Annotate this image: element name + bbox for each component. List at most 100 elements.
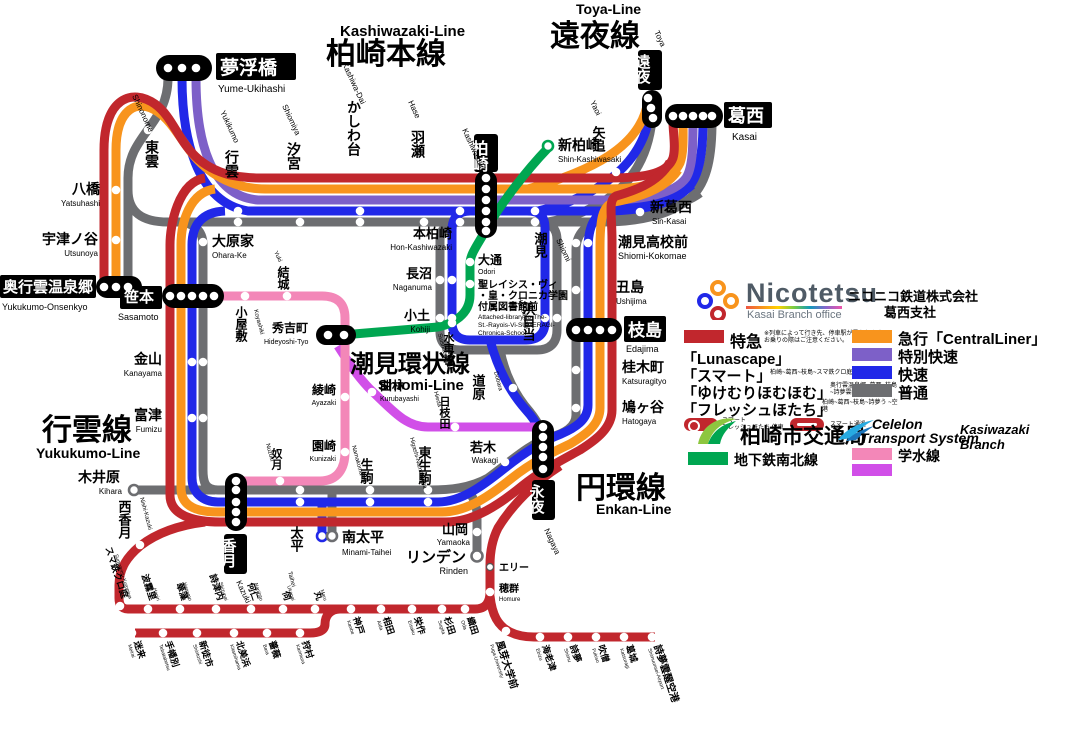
station-dot-namakoma xyxy=(365,497,375,507)
tokkyu-note-1: ※列車によって行き先、停車駅が異なります。 xyxy=(764,331,888,337)
station-label-ushijima: Ushijima xyxy=(616,297,647,306)
station-label-rinden: Rinden xyxy=(439,566,468,576)
station-label-meirai: Meirai xyxy=(126,644,136,659)
station-label-shiomi: 潮見 xyxy=(533,231,549,259)
station-label-taihei: 太平 xyxy=(289,525,305,553)
station-dot-shiomi xyxy=(530,206,540,216)
station-dot-nagaya xyxy=(538,442,548,452)
station-label-hatogaya: Hatogaya xyxy=(622,417,657,426)
station-label-shimu: 詩夢 xyxy=(568,643,584,664)
station-dot-eisaku xyxy=(407,604,417,614)
station-label-dobara: 道原 xyxy=(471,373,486,401)
line-title-toya-line-jp: 遠夜線 xyxy=(550,19,640,53)
station-label-ukagai: Ukagai xyxy=(285,585,296,602)
station-label-kanbe: Kanbe xyxy=(345,620,355,636)
station-dot-katsuragi xyxy=(619,632,629,642)
station-dot-shizunai xyxy=(211,604,221,614)
station-label-hon-kashiwazaki: Hon-Kashiwazaki xyxy=(390,243,452,252)
line-subway-green xyxy=(353,144,552,339)
station-label-hase: 羽瀬 xyxy=(410,130,426,159)
station-dot-kashiwazaki xyxy=(481,226,491,236)
station-label-toya: Toya xyxy=(652,29,668,49)
station-dot-koyashiki xyxy=(240,291,250,301)
station-label-naganuma: Naganuma xyxy=(393,283,433,292)
station-dot-meirai xyxy=(127,628,137,638)
line-tokkyu-red-south xyxy=(165,159,674,527)
station-label-hieda: Hieda xyxy=(432,391,442,408)
station-label-yume-ukihashi: Yume-Ukihashi xyxy=(218,84,285,95)
station-dot-hon-kashiwazaki xyxy=(455,206,465,216)
station-label-nagaya: Nagaya xyxy=(542,527,562,556)
stop-badge-label-1: スマート xyxy=(722,418,746,424)
station-label-ohara-ke: 大原家 xyxy=(212,233,255,249)
line-title-toya-line-en: Toya-Line xyxy=(576,1,641,17)
station-dot-taihei xyxy=(295,485,305,495)
station-dot-yuki xyxy=(282,291,292,301)
pass-badge-icon xyxy=(790,418,824,431)
station-dot-karimura xyxy=(295,628,305,638)
celelon-icon xyxy=(836,418,876,451)
station-label-nishi-kazuki: 西香月 xyxy=(117,500,133,540)
train-smart-note: 柏崎~葛西~枝島~スマ鉄クロ庭 xyxy=(770,370,853,376)
station-dot-aida xyxy=(376,604,386,614)
station-dot-sasamoto xyxy=(198,291,208,301)
station-label-oda: 織田 xyxy=(465,615,481,636)
station-label-taihei: Taihei xyxy=(286,571,296,588)
station-dot-kanbe xyxy=(346,604,356,614)
station-dot-ohara-ke xyxy=(198,237,208,247)
station-label-st-rayois-school-library: St.-Rayois-Vi-SUMERAGI- xyxy=(478,322,555,329)
station-label-yuki: 結城 xyxy=(276,265,290,291)
kyuko-label: 急行「CentralLiner」 xyxy=(898,331,1047,348)
station-label-minami-taihei: 南太平 xyxy=(342,529,384,545)
station-dot-tebatabetsu xyxy=(158,628,168,638)
station-label-yamaoka: Yamaoka xyxy=(437,538,471,547)
station-label-hagiri: Hagiri xyxy=(151,587,161,601)
station-dot-fuga-university xyxy=(501,626,511,636)
nicotetsu-logo-icon xyxy=(696,280,740,322)
station-box-edajima xyxy=(624,316,666,342)
station-label-hase: Hase xyxy=(406,99,422,120)
station-dot-kazuki xyxy=(231,476,241,486)
line-shiomi-loop-blue xyxy=(447,206,550,345)
station-dot-nagaya xyxy=(538,452,548,462)
station-label-kohiji: 小土 xyxy=(404,308,430,323)
tokkyu-note-2: お乗りの際はご注意ください。 xyxy=(764,338,849,344)
station-dot-shintoshi xyxy=(192,628,202,638)
line-tokkyu-red-main xyxy=(99,92,679,287)
station-label-nanihito: Nanihito xyxy=(252,582,263,602)
station-label-fukiso: 吹僧 xyxy=(596,643,612,664)
station-label-shiomiya: Shiomiya xyxy=(280,103,302,137)
station-dot-kashiwazaki xyxy=(481,217,491,227)
station-dot-kasai xyxy=(698,111,708,121)
tokubetsu-label: 特別快速 xyxy=(898,349,959,366)
nicotetsu-wordmark: Nicotetsu xyxy=(746,278,879,308)
station-dot-dobara xyxy=(508,383,518,393)
celelon-line1: Celelon xyxy=(872,416,923,432)
nicotetsu-rainbow-underline xyxy=(746,306,842,309)
station-label-hideyoshi-tyo: 秀吉町 xyxy=(271,320,308,335)
station-dot-nagaya xyxy=(538,422,548,432)
station-label-ebizu: Ebizu xyxy=(534,648,544,662)
station-label-utsunoya: 宇津ノ谷 xyxy=(42,231,99,247)
station-dot-kunizaki xyxy=(340,447,350,457)
station-dot-taihei xyxy=(295,497,305,507)
line-title-kashiwazaki-line-en: Kashiwazaki-Line xyxy=(340,23,465,40)
station-dot-yukikumo xyxy=(233,217,243,227)
station-dot-kihara xyxy=(127,483,141,497)
station-label-nishi-kazuki: Nishi-Kazuki xyxy=(138,497,152,531)
station-dot-minami-taihei xyxy=(315,529,329,543)
station-label-wakagi: Wakagi xyxy=(472,456,499,465)
kaisoku-swatch xyxy=(852,366,892,379)
station-label-kurubayashi: 曲林 xyxy=(380,378,404,393)
station-dot-yukukumo-onsenkyo xyxy=(111,282,121,292)
station-label-koyashiki: Koyashiki xyxy=(252,309,264,335)
station-label-yatsuhashi: 八橋 xyxy=(71,181,101,197)
station-dot-yume-ukihashi xyxy=(163,63,173,73)
station-pill-edajima xyxy=(566,318,622,342)
station-label-shin-kashiwasaki: 新柏崎 xyxy=(558,137,600,153)
station-label-kanayama: Kanayama xyxy=(124,369,163,378)
station-dot-sasamoto xyxy=(165,291,175,301)
futsu-label: 普通 xyxy=(898,385,929,402)
station-dot-shiomi-kokomae xyxy=(571,238,581,248)
station-box-kazuki xyxy=(224,534,247,574)
